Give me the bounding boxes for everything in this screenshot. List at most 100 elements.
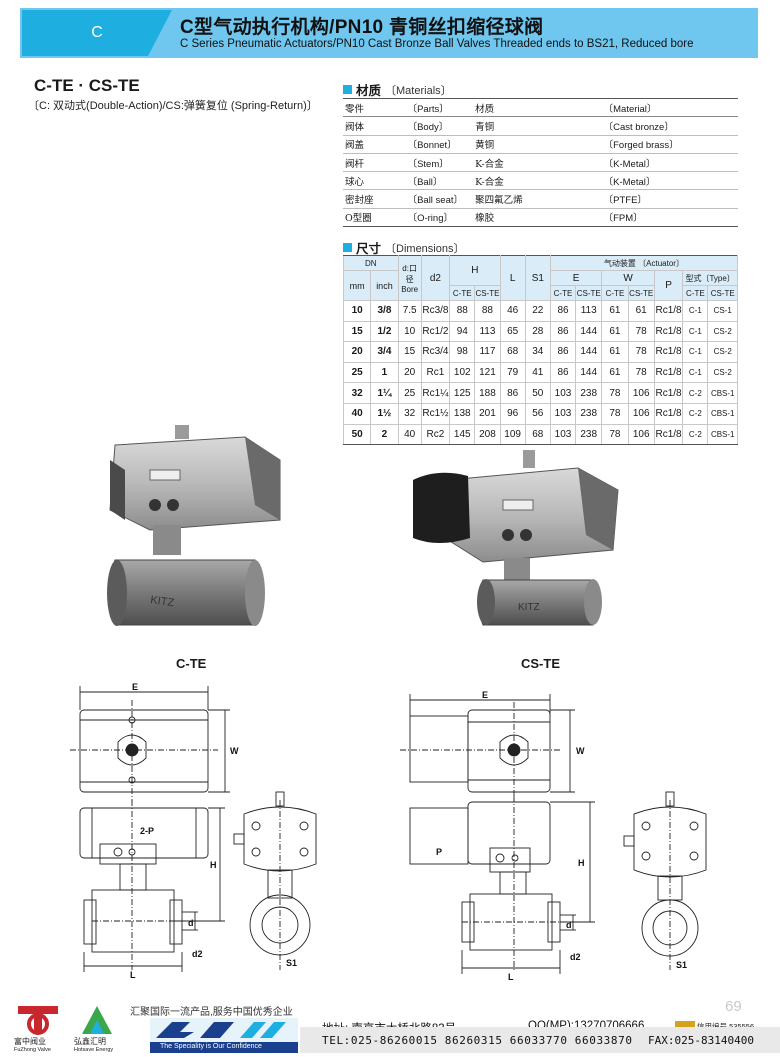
table-cell: 〔O-ring〕: [407, 213, 453, 225]
table-cell: 88: [474, 300, 501, 322]
dim-s1-label: S1: [286, 958, 297, 968]
cs-te-side-view: S1: [623, 791, 707, 970]
dn-header: DN: [343, 255, 399, 271]
kitz-brand-mark: KITZ: [518, 602, 540, 613]
port-2p-label: 2-P: [140, 826, 154, 836]
table-row: 密封座〔Ball seat〕聚四氟乙烯〔PTFE〕: [343, 190, 738, 209]
c-te-top-view: E W: [70, 682, 239, 802]
table-cell: Rc1¼: [420, 382, 451, 404]
table-cell: 15: [342, 320, 372, 343]
table-row: 阀体〔Body〕青铜〔Cast bronze〕: [343, 117, 738, 136]
e-cste-header: CS-TE: [575, 285, 603, 301]
d2-header: d2: [420, 255, 451, 301]
table-cell: 零件: [345, 103, 365, 115]
dim-w-label: W: [230, 746, 239, 756]
table-cell: C-2: [682, 423, 709, 446]
model-name: C-TE · CS-TE: [34, 76, 140, 95]
table-cell: CS-2: [707, 320, 738, 343]
w-cste-header: CS-TE: [627, 285, 655, 301]
hotsave-logo-icon: [82, 1006, 112, 1034]
table-cell: 20: [397, 361, 422, 384]
section-letter: C: [22, 10, 172, 56]
table-cell: 10: [342, 300, 372, 322]
table-cell: 聚四氟乙烯: [475, 195, 523, 207]
table-cell: 〔Parts〕: [407, 103, 449, 115]
table-cell: 10: [397, 320, 422, 343]
table-cell: 青铜: [475, 121, 495, 133]
c-te-side-view: S1: [233, 791, 317, 970]
table-cell: 50: [342, 423, 372, 446]
table-cell: 78: [627, 341, 655, 363]
table-cell: 22: [524, 300, 551, 322]
l-header: L: [499, 255, 526, 301]
table-cell: 1½: [370, 402, 399, 425]
table-cell: Rc1/8: [653, 402, 684, 425]
materials-table: 零件〔Parts〕材质〔Material〕阀体〔Body〕青铜〔Cast bro…: [343, 98, 738, 227]
cs-te-front-view: P H d L d2: [409, 796, 595, 982]
table-cell: 86: [549, 341, 577, 363]
logo1-en: FuZhong Valve: [14, 1047, 51, 1053]
table-cell: 25: [397, 382, 422, 404]
type-cte-header: C-TE: [682, 285, 709, 301]
table-cell: K-合金: [475, 158, 504, 170]
table-cell: 40: [397, 423, 422, 446]
table-cell: 94: [449, 320, 476, 343]
table-cell: 238: [575, 423, 603, 446]
logo1-name: 富中阀业: [14, 1037, 46, 1046]
dim-e-label: E: [132, 682, 138, 692]
table-cell: C-1: [682, 320, 709, 343]
table-cell: Rc1/8: [653, 382, 684, 404]
table-cell: 86: [549, 320, 577, 343]
table-cell: 〔K-Metal〕: [603, 158, 656, 170]
table-cell: O型圈: [345, 213, 372, 225]
table-cell: 〔Ball〕: [407, 176, 443, 188]
table-cell: C-1: [682, 341, 709, 363]
table-cell: 〔PTFE〕: [603, 195, 647, 207]
brand-wordmark-icon: [150, 1018, 298, 1042]
table-cell: 61: [601, 320, 629, 343]
table-cell: 材质: [475, 103, 495, 115]
table-cell: 50: [524, 382, 551, 404]
c-te-front-view: 2-P d H L d2: [79, 800, 225, 980]
model-subtitle: 〔C: 双动式(Double-Action)/CS:弹簧复位 (Spring-R…: [28, 100, 318, 112]
bore-header: d:口径 Bore: [397, 255, 422, 301]
table-row: 阀杆〔Stem〕K-合金〔K-Metal〕: [343, 153, 738, 172]
table-cell: Rc2: [420, 423, 451, 446]
table-cell: 125: [449, 382, 476, 404]
e-header: E: [549, 270, 603, 286]
table-cell: 阀杆: [345, 158, 365, 170]
cs-te-valve-photo: KITZ: [413, 450, 619, 626]
brand-tag: The Speciality is Our Confidence: [160, 1043, 262, 1050]
table-cell: 40: [342, 402, 372, 425]
table-cell: 145: [449, 423, 476, 446]
logo2-name: 弘鑫汇明: [74, 1037, 106, 1046]
table-cell: 106: [627, 423, 655, 446]
table-cell: 1¼: [370, 382, 399, 404]
technical-drawings: E W 2-P d H L d2: [70, 682, 707, 982]
table-cell: CS-2: [707, 361, 738, 384]
table-cell: 68: [524, 423, 551, 446]
dimensions-title-en: 〔Dimensions〕: [385, 242, 465, 255]
table-cell: 7.5: [397, 300, 422, 322]
table-cell: 球心: [345, 176, 365, 188]
materials-title-cn: 材质: [356, 84, 382, 98]
table-cell: 96: [499, 402, 526, 425]
table-cell: 34: [524, 341, 551, 363]
table-cell: 102: [449, 361, 476, 384]
table-cell: 238: [575, 382, 603, 404]
table-cell: 41: [524, 361, 551, 384]
table-cell: 208: [474, 423, 501, 446]
table-cell: 78: [627, 320, 655, 343]
logo2-en: Hotsave Energy: [74, 1047, 114, 1053]
table-row: 球心〔Ball〕K-合金〔K-Metal〕: [343, 172, 738, 190]
cs-te-top-view: E W: [400, 690, 585, 802]
footer-contact-band: [300, 1027, 780, 1053]
table-cell: 113: [474, 320, 501, 343]
table-cell: 78: [601, 382, 629, 404]
